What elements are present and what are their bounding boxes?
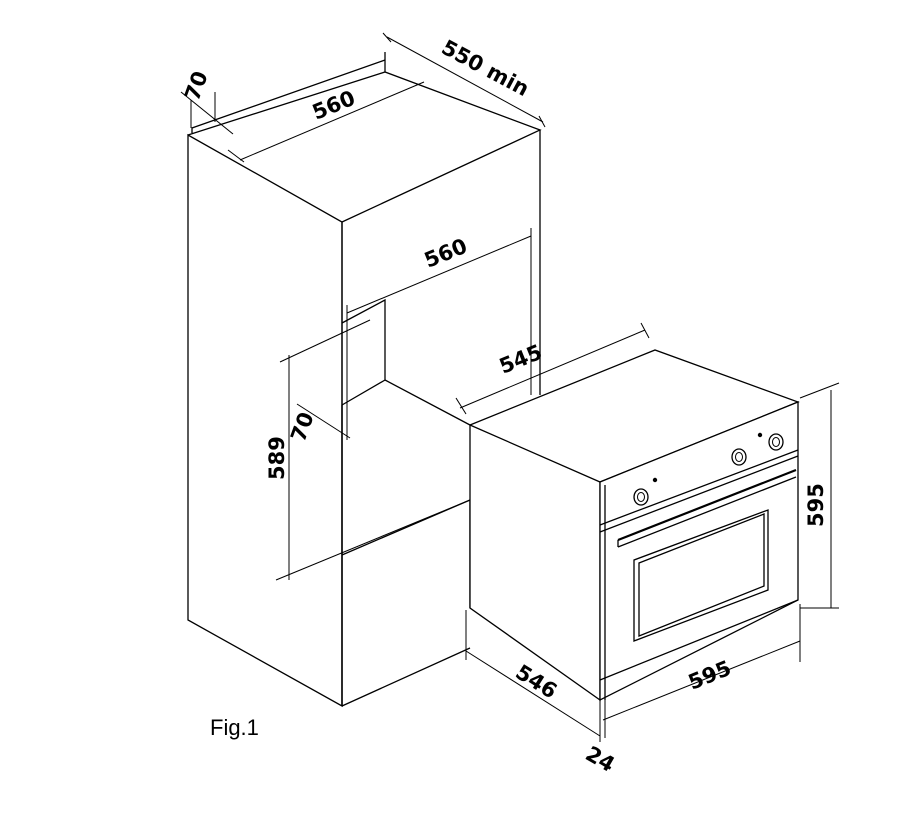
dim-niche-height: 589 bbox=[265, 436, 289, 480]
figure-caption: Fig.1 bbox=[210, 715, 259, 740]
knob-right bbox=[768, 433, 784, 451]
oven bbox=[469, 349, 800, 702]
dim-oven-width: 595 bbox=[685, 656, 735, 695]
knob-left bbox=[633, 488, 649, 506]
indicator-light bbox=[652, 477, 658, 483]
dim-front-panel: 24 bbox=[582, 742, 619, 777]
dim-top-width: 560 bbox=[309, 86, 359, 125]
indicator-light bbox=[757, 432, 763, 438]
dim-oven-depth: 545 bbox=[496, 340, 546, 379]
knob-middle bbox=[731, 448, 747, 466]
dim-niche-width: 560 bbox=[421, 234, 471, 273]
dim-oven-height: 595 bbox=[804, 483, 828, 527]
dimension-lines bbox=[180, 32, 840, 742]
dim-cabinet-depth: 550 min bbox=[438, 35, 533, 101]
dim-top-gap: 70 bbox=[180, 68, 213, 104]
